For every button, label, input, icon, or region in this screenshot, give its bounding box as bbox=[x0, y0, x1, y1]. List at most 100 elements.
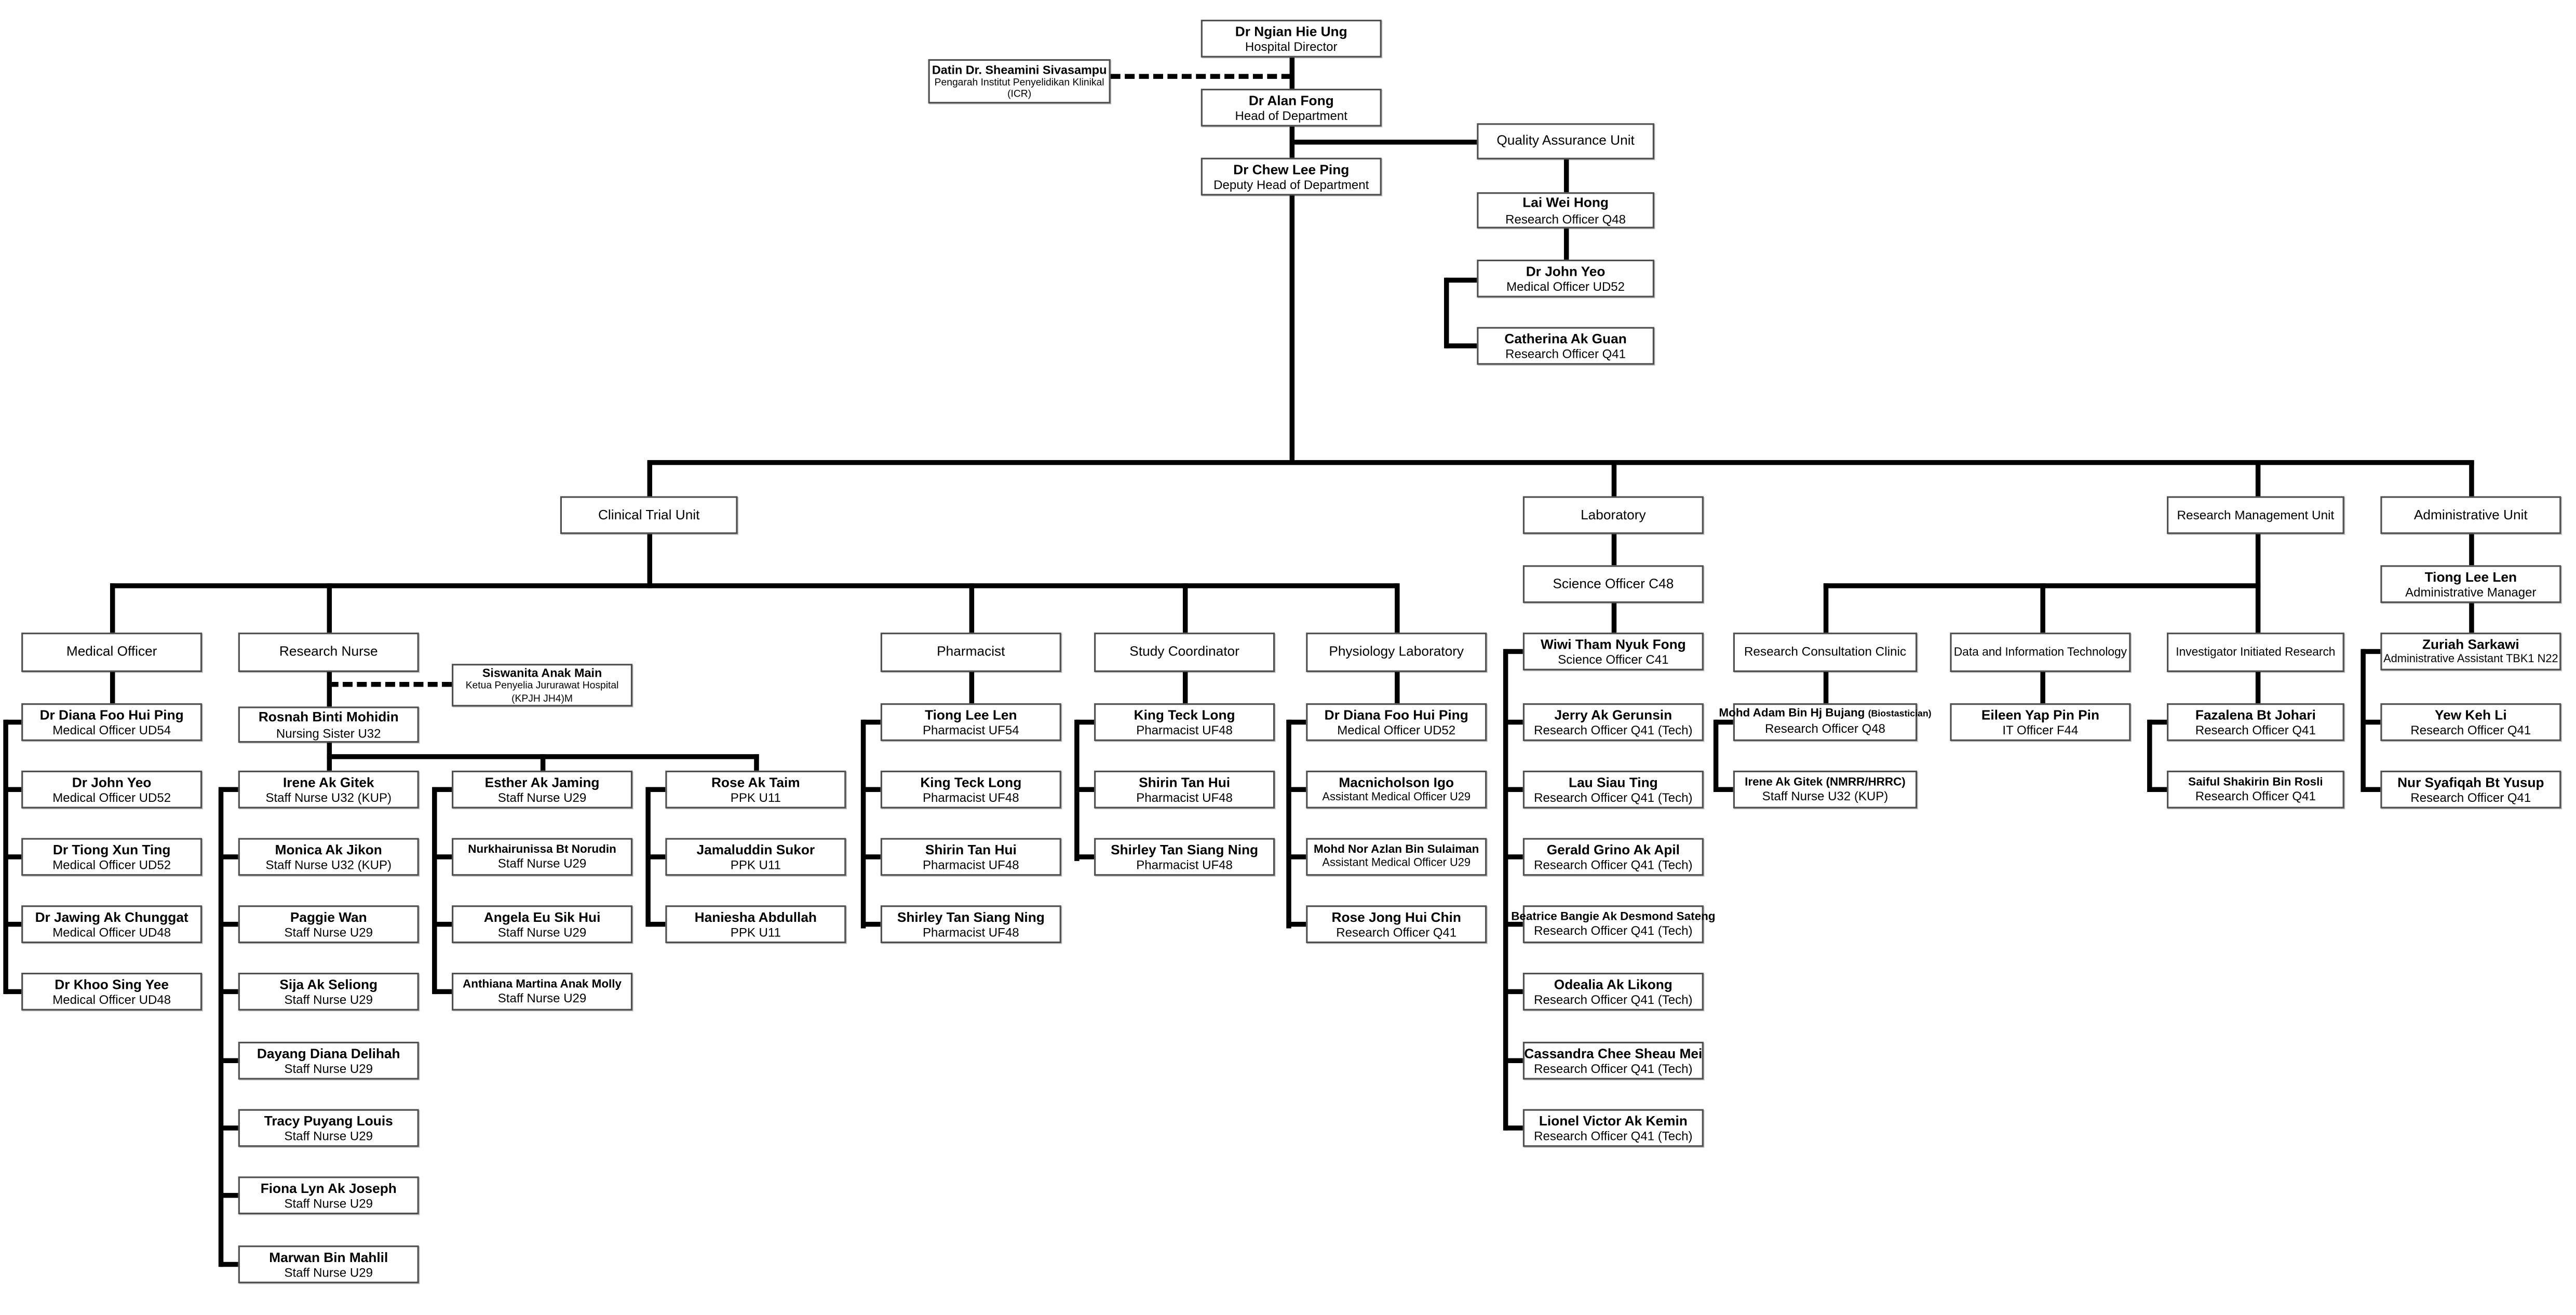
box-laboratory-member: Cassandra Chee Sheau Mei Research Office… bbox=[1522, 1041, 1704, 1080]
box-staff-nurse: Anthiana Martina Anak Molly Staff Nurse … bbox=[452, 972, 633, 1011]
box-rcc-member: Mohd Adam Bin Hj Bujang (Biostastician) … bbox=[1719, 703, 1932, 741]
connector bbox=[1503, 649, 1508, 1131]
box-physiology-member: Rose Jong Hui Chin Research Officer Q41 bbox=[1306, 905, 1487, 944]
connector bbox=[647, 921, 666, 927]
box-qa-member: Catherina Ak Guan Research Officer Q41 bbox=[1477, 327, 1654, 365]
connector bbox=[1505, 989, 1523, 995]
box-ppk: Rose Ak Taim PPK U11 bbox=[665, 770, 846, 809]
connector bbox=[2149, 787, 2167, 792]
connector bbox=[1076, 854, 1095, 860]
connector bbox=[220, 1192, 238, 1198]
box-investigator-initiated-research: Investigator Initiated Research bbox=[2167, 633, 2344, 672]
box-study-coordinator-unit: Study Coordinator bbox=[1094, 633, 1275, 672]
box-laboratory-member: Jerry Ak Gerunsin Research Officer Q41 (… bbox=[1522, 703, 1704, 741]
box-staff-nurse: Monica Ak Jikon Staff Nurse U32 (KUP) bbox=[238, 838, 419, 876]
connector bbox=[862, 787, 881, 792]
box-physiology-member: Mohd Nor Azlan Bin Sulaiman Assistant Me… bbox=[1306, 838, 1487, 876]
connector bbox=[1505, 649, 1523, 654]
connector bbox=[1182, 583, 1188, 635]
box-administrative-unit: Administrative Unit bbox=[2380, 496, 2561, 534]
box-science-officer: Science Officer C48 bbox=[1522, 565, 1704, 603]
box-rcc-member: Irene Ak Gitek (NMRR/HRRC) Staff Nurse U… bbox=[1733, 770, 1918, 809]
connector bbox=[2469, 462, 2474, 498]
connector bbox=[1288, 921, 1306, 927]
box-laboratory-member: Lionel Victor Ak Kemin Research Officer … bbox=[1522, 1109, 1704, 1147]
box-staff-nurse: Sija Ak Seliong Staff Nurse U29 bbox=[238, 972, 419, 1011]
box-ppk: Jamaluddin Sukor PPK U11 bbox=[665, 838, 846, 876]
connector bbox=[862, 854, 881, 860]
connector bbox=[1823, 583, 1829, 635]
box-pharmacist-member: Shirley Tan Siang Ning Pharmacist UF48 bbox=[880, 905, 1061, 944]
connector bbox=[2469, 534, 2474, 566]
box-laboratory-lead: Wiwi Tham Nyuk Fong Science Officer C41 bbox=[1522, 633, 1704, 670]
dashed-connector bbox=[1110, 74, 1291, 79]
connector bbox=[220, 854, 238, 860]
connector bbox=[5, 719, 22, 725]
box-laboratory-member: Beatrice Bangie Ak Desmond Sateng Resear… bbox=[1511, 905, 1716, 944]
box-medical-officer-member: Dr Khoo Sing Yee Medical Officer UD48 bbox=[21, 972, 203, 1011]
box-qa-member: Dr John Yeo Medical Officer UD52 bbox=[1477, 259, 1654, 298]
connector bbox=[2147, 719, 2152, 792]
box-nursing-advisor: Siswanita Anak Main Ketua Penyelia Jurur… bbox=[452, 664, 633, 707]
connector bbox=[1505, 1058, 1523, 1063]
connector bbox=[647, 462, 653, 498]
box-study-coordinator-member: Shirin Tan Hui Pharmacist UF48 bbox=[1094, 770, 1275, 809]
connector bbox=[5, 854, 22, 860]
connector bbox=[862, 719, 881, 725]
dashed-connector bbox=[328, 681, 452, 687]
connector bbox=[5, 787, 22, 792]
connector bbox=[110, 672, 115, 704]
connector bbox=[754, 754, 759, 772]
connector bbox=[1715, 787, 1733, 792]
connector bbox=[969, 583, 975, 635]
box-administrative-manager: Tiong Lee Len Administrative Manager bbox=[2380, 565, 2561, 603]
connector bbox=[1289, 57, 1295, 91]
connector bbox=[327, 672, 332, 707]
box-admin-member: Yew Keh Li Research Officer Q41 bbox=[2380, 703, 2561, 741]
connector bbox=[2255, 462, 2261, 498]
connector bbox=[220, 921, 238, 927]
box-pharmacist-unit: Pharmacist bbox=[880, 633, 1061, 672]
connector bbox=[2469, 603, 2474, 633]
box-dit-member: Eileen Yap Pin Pin IT Officer F44 bbox=[1950, 703, 2131, 741]
box-laboratory-member: Odealia Ak Likong Research Officer Q41 (… bbox=[1522, 972, 1704, 1011]
connector bbox=[2149, 719, 2167, 725]
connector bbox=[647, 787, 666, 792]
connector bbox=[1395, 672, 1400, 704]
box-data-information-technology: Data and Information Technology bbox=[1950, 633, 2131, 672]
box-medical-officer-member: Dr Jawing Ak Chunggat Medical Officer UD… bbox=[21, 905, 203, 944]
connector bbox=[220, 989, 238, 995]
box-laboratory: Laboratory bbox=[1522, 496, 1704, 534]
connector bbox=[1563, 159, 1569, 194]
connector bbox=[220, 1262, 238, 1267]
connector bbox=[1291, 139, 1477, 145]
connector bbox=[2362, 787, 2381, 792]
connector bbox=[860, 719, 866, 929]
box-ppk: Haniesha Abdullah PPK U11 bbox=[665, 905, 846, 944]
connector bbox=[220, 787, 238, 792]
connector bbox=[1611, 603, 1617, 633]
box-staff-nurse: Fiona Lyn Ak Joseph Staff Nurse U29 bbox=[238, 1176, 419, 1215]
connector bbox=[432, 787, 437, 995]
connector bbox=[1611, 534, 1617, 566]
box-clinical-trial-unit: Clinical Trial Unit bbox=[560, 496, 738, 534]
box-physiology-member: Macnicholson Igo Assistant Medical Offic… bbox=[1306, 770, 1487, 809]
box-icr-director: Datin Dr. Sheamini Sivasampu Pengarah In… bbox=[928, 59, 1111, 104]
box-staff-nurse: Nurkhairunissa Bt Norudin Staff Nurse U2… bbox=[452, 838, 633, 876]
connector bbox=[1446, 277, 1477, 283]
connector bbox=[1823, 672, 1829, 704]
connector bbox=[110, 583, 1398, 588]
connector bbox=[1713, 719, 1719, 792]
box-deputy-head: Dr Chew Lee Ping Deputy Head of Departme… bbox=[1201, 157, 1382, 196]
connector bbox=[1286, 719, 1291, 929]
connector bbox=[434, 989, 452, 995]
box-admin-member: Nur Syafiqah Bt Yusup Research Officer Q… bbox=[2380, 770, 2561, 809]
box-research-nurse-unit: Research Nurse bbox=[238, 633, 419, 672]
box-staff-nurse: Dayang Diana Delihah Staff Nurse U29 bbox=[238, 1041, 419, 1080]
connector bbox=[5, 921, 22, 927]
connector bbox=[434, 787, 452, 792]
box-laboratory-member: Lau Siau Ting Research Officer Q41 (Tech… bbox=[1522, 770, 1704, 809]
connector bbox=[5, 989, 22, 995]
connector bbox=[1288, 719, 1306, 725]
box-admin-member: Zuriah Sarkawi Administrative Assistant … bbox=[2380, 633, 2561, 670]
